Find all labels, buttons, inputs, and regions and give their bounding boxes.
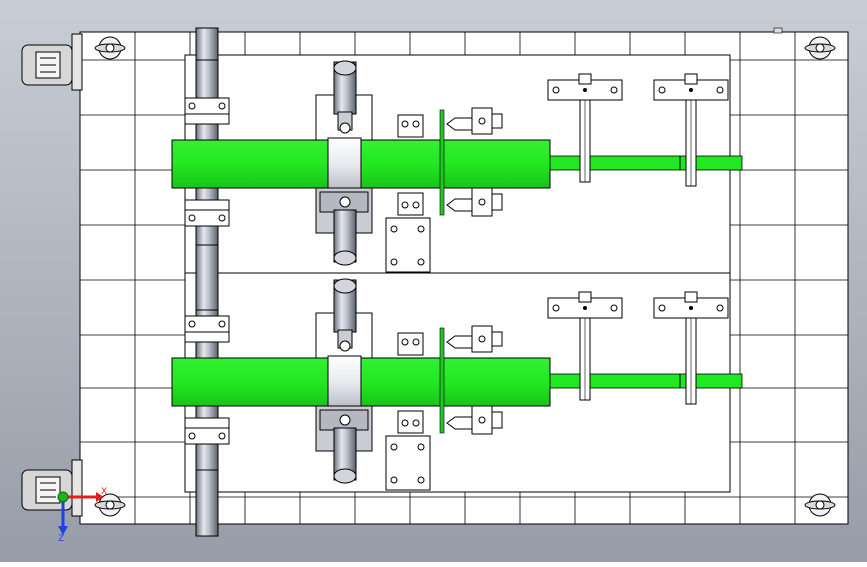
z-axis-arrowhead [58,526,68,535]
z-axis-label: Z [58,534,64,544]
locating-block[interactable] [397,114,424,138]
y-axis-origin [57,491,69,503]
mounting-plate[interactable] [385,435,431,491]
rod-block[interactable] [184,315,230,343]
lifting-ring-icon[interactable] [94,493,126,517]
support-bracket[interactable] [547,291,623,401]
clamp-ring[interactable] [327,355,362,409]
divider-plate[interactable] [439,327,445,434]
locating-pin-cylinder[interactable] [446,405,503,435]
clamp-ring[interactable] [327,137,362,191]
mounting-plate[interactable] [385,217,431,273]
locating-block[interactable] [397,410,424,434]
locating-pin-cylinder[interactable] [446,325,503,353]
lifting-ring-icon[interactable] [804,36,836,60]
rod-block[interactable] [184,199,230,227]
reference-triad[interactable]: X Z [57,487,107,544]
plate-tab [773,27,783,34]
x-axis-arrowhead [96,492,104,502]
rod-block[interactable] [184,417,230,445]
toggle-clamp-upper[interactable] [315,278,373,359]
rod-block[interactable] [184,97,230,125]
locating-block[interactable] [397,192,424,216]
support-bracket[interactable] [653,73,729,187]
support-bracket[interactable] [547,73,623,183]
divider-plate[interactable] [439,109,445,216]
side-connector-top[interactable] [21,33,83,91]
locating-block[interactable] [397,332,424,356]
lifting-ring-icon[interactable] [804,493,836,517]
toggle-clamp-lower[interactable] [315,405,373,484]
locating-pin-cylinder[interactable] [446,187,503,217]
toggle-clamp-lower[interactable] [315,187,373,266]
x-axis-label: X [101,487,107,497]
support-bracket[interactable] [653,291,729,405]
workpiece-rod[interactable] [549,155,743,171]
lifting-ring-icon[interactable] [94,36,126,60]
locating-pin-cylinder[interactable] [446,107,503,135]
station-top [171,60,743,273]
workpiece-rod[interactable] [549,373,743,389]
toggle-clamp-upper[interactable] [315,60,373,141]
station-bottom [171,278,743,491]
